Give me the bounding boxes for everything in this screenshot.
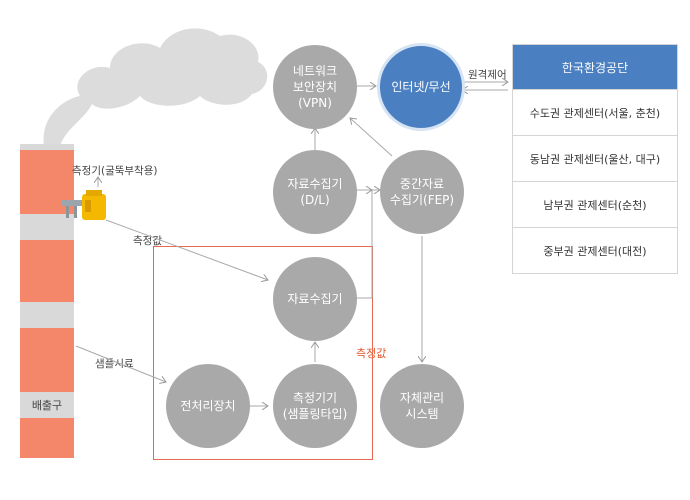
chimney-cap [20, 144, 74, 150]
node-internet-wireless: 인터넷/무선 [377, 43, 465, 131]
arrow-device-to-collector [105, 219, 268, 280]
arrow-fep-to-vpn [350, 118, 393, 157]
node-pretreatment: 전처리장치 [166, 364, 250, 448]
center-item: 수도권 관제센터(서울, 춘천) [513, 89, 677, 135]
chimney-band [20, 214, 74, 240]
measuring-device-icon [62, 190, 106, 220]
measuring-device-label: 측정기(굴뚝부착용) [72, 165, 158, 177]
node-measuring-device: 측정기기 (샘플링타입) [273, 364, 357, 448]
node-self-management: 자체관리 시스템 [380, 364, 464, 448]
node-network-security: 네트워크 보안장치 (VPN) [273, 45, 357, 129]
chimney-segment [20, 240, 74, 302]
measurement-zone-box [153, 246, 373, 460]
center-item: 중부권 관제센터(대전) [513, 227, 677, 273]
chimney-segment [20, 328, 74, 392]
centers-header: 한국환경공단 [513, 45, 677, 89]
center-item: 동남권 관제센터(울산, 대구) [513, 135, 677, 181]
center-item: 남부권 관제센터(순천) [513, 181, 677, 227]
remote-control-label: 원격제어 [468, 69, 507, 81]
node-data-collector: 자료수집기 [273, 257, 357, 341]
chimney-band [20, 302, 74, 328]
measured-value-red-label: 측정값 [356, 347, 387, 360]
node-intermediate-fep: 중간자료 수집기(FEP) [380, 150, 464, 234]
control-centers-panel: 한국환경공단 수도권 관제센터(서울, 춘천) 동남권 관제센터(울산, 대구)… [512, 44, 678, 274]
chimney-segment [20, 418, 74, 458]
sample-label: 샘플시료 [95, 358, 134, 370]
outlet-label: 배출구 [20, 392, 74, 418]
node-data-collector-dl: 자료수집기 (D/L) [273, 150, 357, 234]
arrow-sample-to-pretreat [75, 345, 166, 382]
arrow-collector-to-fep [356, 190, 380, 299]
